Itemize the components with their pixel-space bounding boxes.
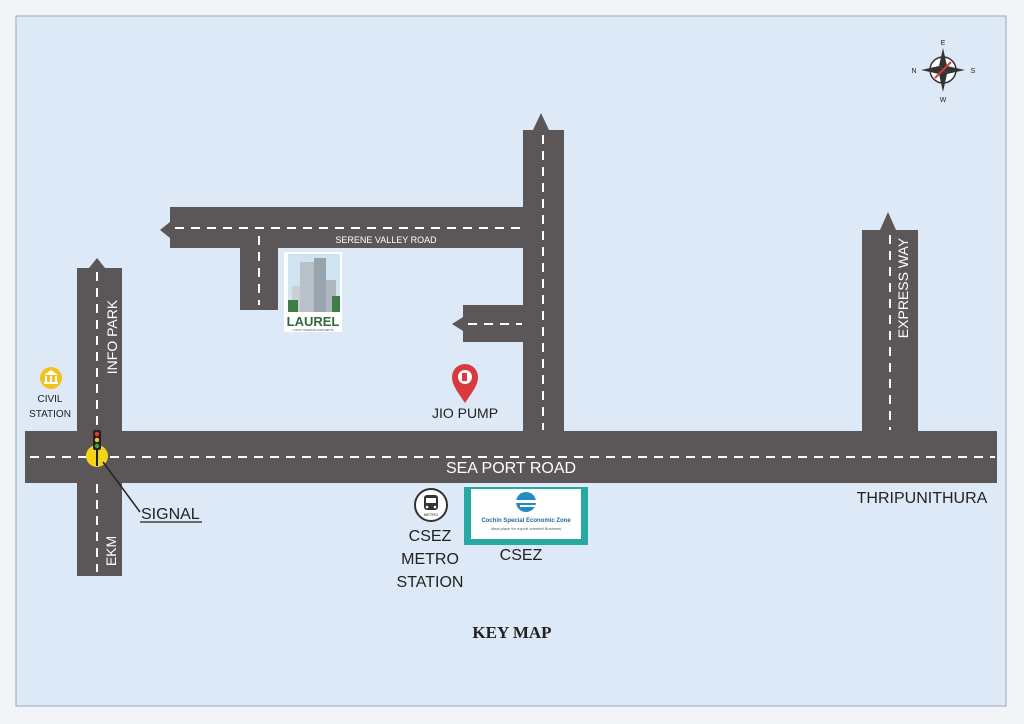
csez-logo: Cochin Special Economic Zone Ideal place… (464, 487, 588, 545)
fuel-pin-icon (452, 364, 478, 403)
ekm-label: EKM (103, 536, 119, 566)
metro-icon: METRO (414, 488, 448, 522)
csez-logo-title: Cochin Special Economic Zone (481, 518, 571, 524)
jio-pump-label: JIO PUMP (432, 405, 498, 421)
metro-label-3: STATION (397, 574, 464, 591)
map-title: KEY MAP (472, 623, 551, 642)
csez-logo-tagline: Ideal place for export oriented Business (491, 526, 561, 531)
express-way-arrow (880, 212, 896, 230)
signal-label: SIGNAL (141, 506, 200, 523)
compass-e: E (941, 40, 946, 47)
thripunithura-label: THRIPUNITHURA (857, 490, 988, 507)
laurel-name: LAUREL (287, 314, 340, 329)
metro-label-2: METRO (401, 551, 459, 568)
civil-station-icon (40, 367, 62, 389)
signal-leader-line (102, 461, 141, 513)
map-panel (15, 15, 1007, 707)
central-road-arrow (533, 113, 549, 130)
compass-s: S (971, 68, 976, 75)
info-park-label: INFO PARK (104, 299, 120, 374)
side-stub-arrow (452, 317, 463, 331)
compass-n: N (911, 68, 916, 75)
sea-port-road-label: SEA PORT ROAD (446, 460, 576, 477)
civil-station-label-2: STATION (29, 409, 71, 420)
info-park-road (77, 268, 122, 576)
civil-station-label-1: CIVIL (37, 394, 62, 405)
traffic-light-icon (86, 430, 108, 467)
metro-badge-text: METRO (424, 512, 438, 517)
csez-label: CSEZ (500, 547, 543, 564)
info-park-road-arrow (89, 258, 105, 268)
compass-w: W (940, 97, 947, 104)
lane-markings (30, 135, 995, 572)
express-way-label: EXPRESS WAY (895, 237, 911, 338)
laurel-logo: LAUREL LUXURY PREMIUM APARTMENTS (284, 252, 342, 332)
laurel-tagline: LUXURY PREMIUM APARTMENTS (292, 328, 334, 332)
serene-valley-road-arrow (160, 222, 170, 238)
serene-valley-road-label: SERENE VALLEY ROAD (335, 235, 437, 245)
compass-icon: E W N S (911, 40, 975, 104)
metro-label-1: CSEZ (409, 528, 452, 545)
